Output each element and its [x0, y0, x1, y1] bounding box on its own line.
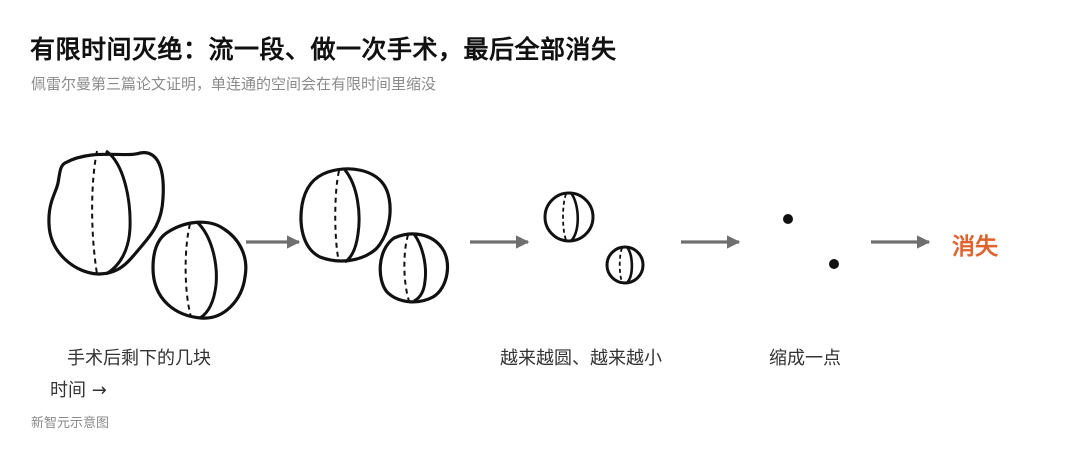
rounding-piece-upper: [299, 167, 392, 264]
vanish-label: 消失: [952, 234, 998, 260]
figure-credit: 新智元示意图: [31, 416, 110, 431]
diagram-title: 有限时间灭绝：流一段、做一次手术，最后全部消失: [30, 35, 617, 64]
sphere-lower: [605, 245, 645, 285]
stage-label-rounding: 越来越圆、越来越小: [500, 348, 662, 369]
point-lower: [829, 259, 839, 269]
stage-3-spheres: [543, 191, 645, 285]
small-blob: [151, 220, 248, 320]
diagram-subtitle: 佩雷尔曼第三篇论文证明，单连通的空间会在有限时间里缩没: [31, 75, 437, 93]
stage-label-point: 缩成一点: [769, 348, 841, 369]
stage-label-pieces: 手术后剩下的几块: [67, 348, 211, 369]
stage-4-points: [783, 214, 839, 269]
stage-1-blobs: [47, 149, 248, 320]
rounding-piece-lower: [378, 232, 450, 304]
point-upper: [783, 214, 793, 224]
stage-2-rounding: [299, 167, 450, 304]
sphere-upper: [543, 191, 595, 243]
time-axis-label: 时间 →: [50, 380, 107, 401]
large-blob: [47, 149, 165, 276]
